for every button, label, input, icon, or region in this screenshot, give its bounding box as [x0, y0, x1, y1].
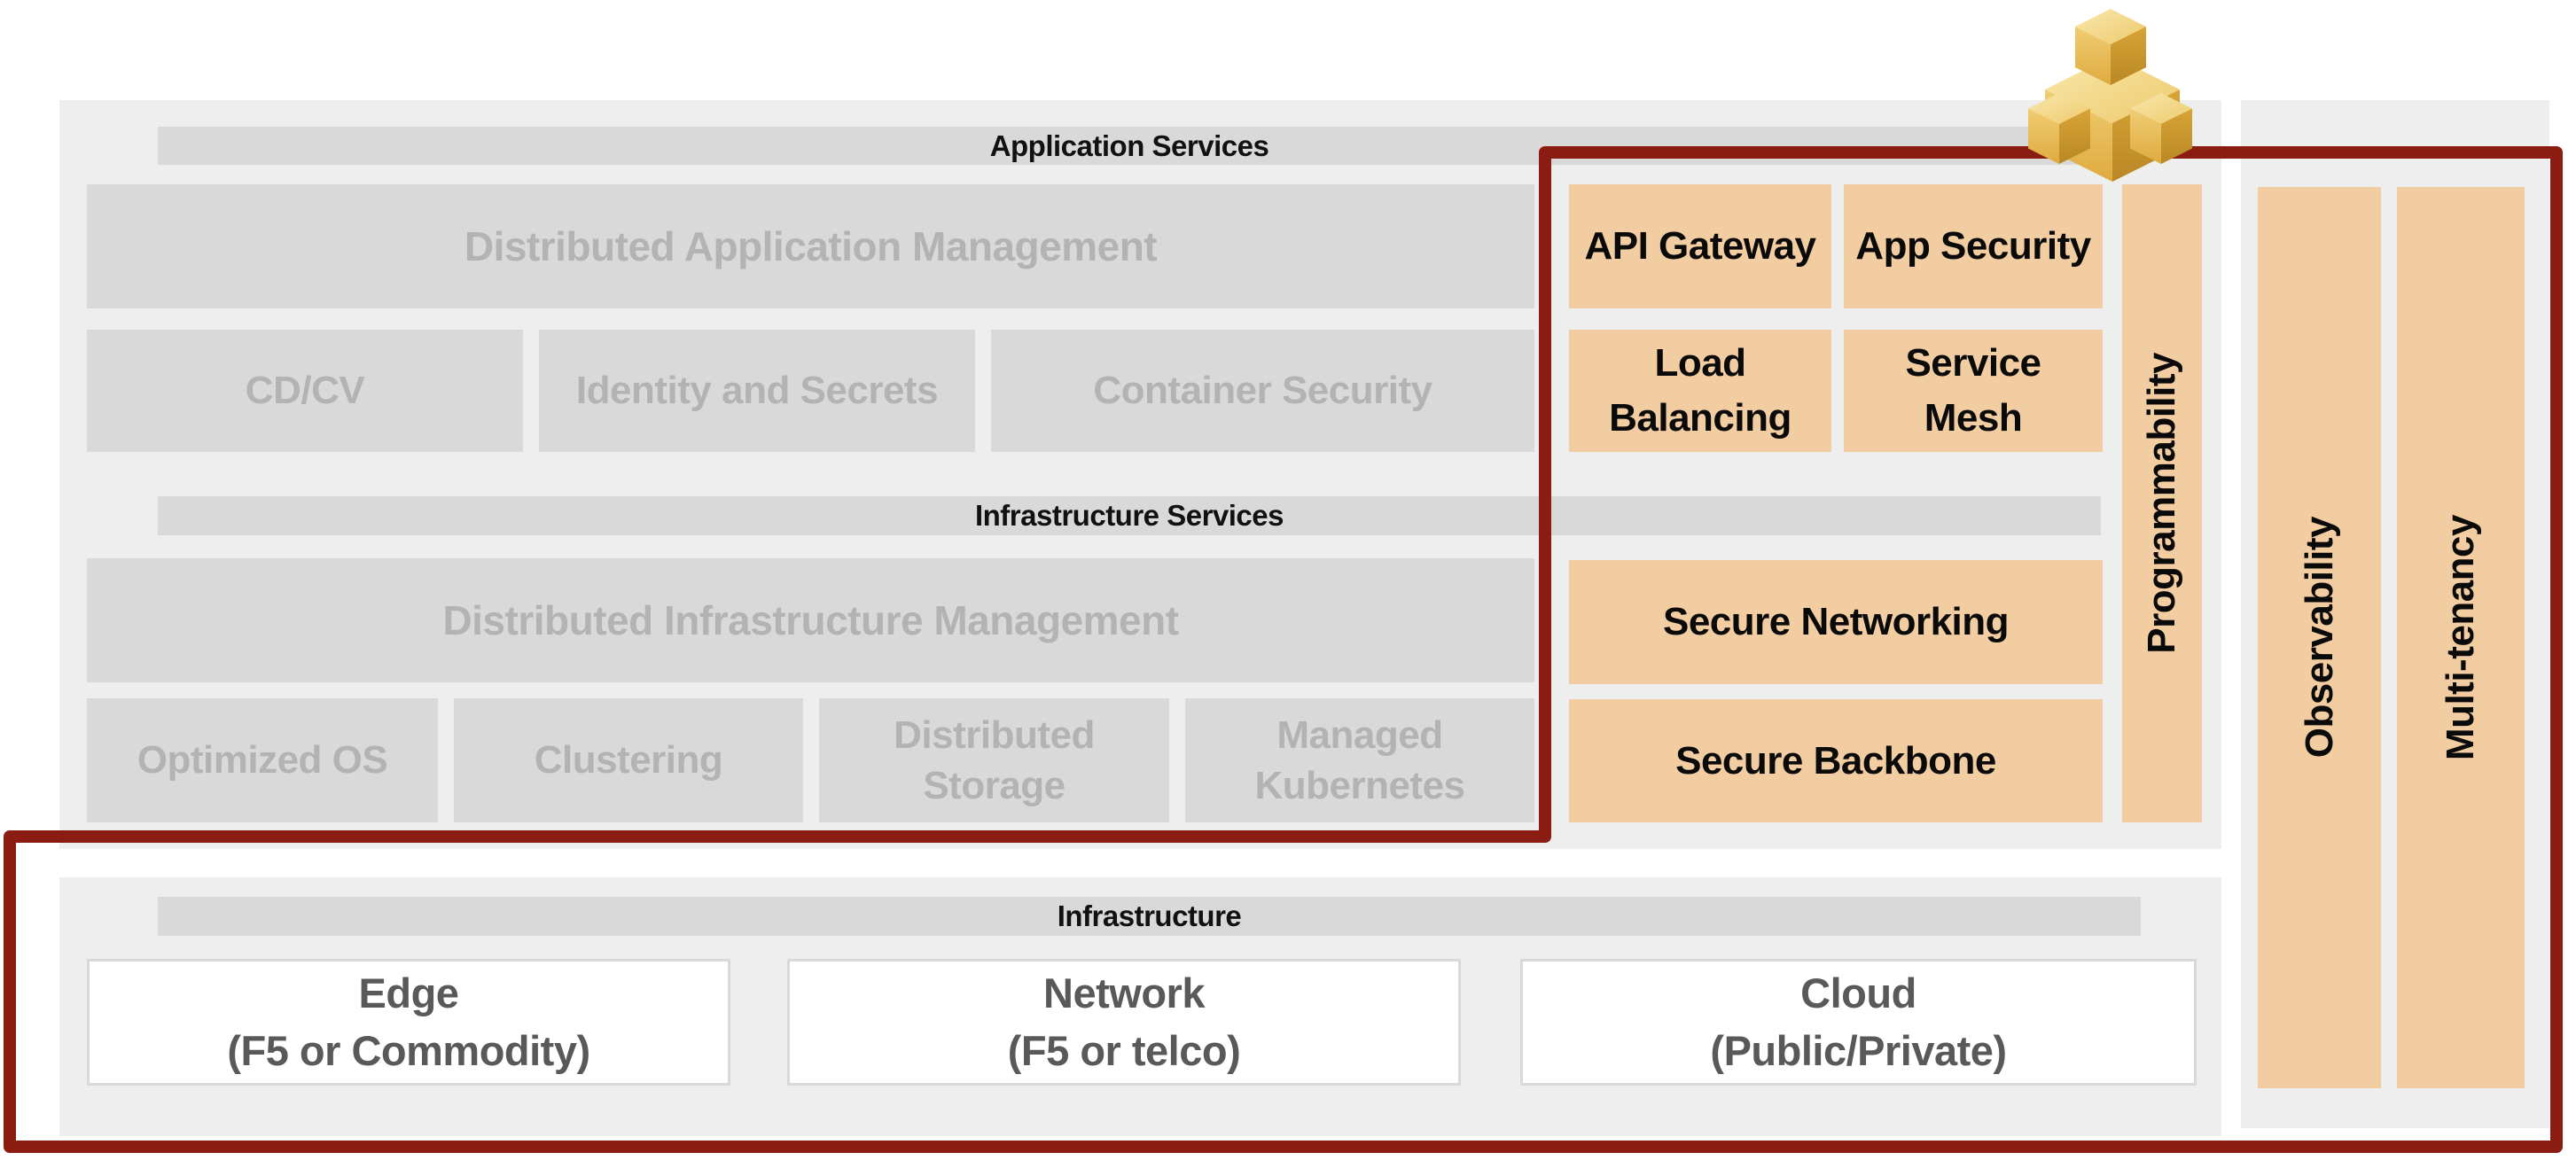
api-gateway-box: API Gateway	[1569, 184, 1831, 308]
infrastructure-header: Infrastructure	[158, 897, 2141, 936]
distributed-storage-box: Distributed Storage	[819, 698, 1169, 822]
edge-label-line2: (F5 or Commodity)	[227, 1026, 590, 1074]
observability-label: Observability	[2297, 517, 2341, 759]
optimized-os-box: Optimized OS	[87, 698, 438, 822]
infrastructure-services-label: Infrastructure Services	[974, 499, 1284, 532]
secure-networking-box: Secure Networking	[1569, 560, 2103, 684]
cloud-label-line1: Cloud	[1800, 969, 1916, 1016]
application-services-header: Application Services	[158, 127, 2101, 165]
secure-backbone-box: Secure Backbone	[1569, 699, 2103, 822]
app-security-box: App Security	[1844, 184, 2103, 308]
network-label-line2: (F5 or telco)	[1007, 1026, 1241, 1074]
distributed-application-management-box: Distributed Application Management	[87, 184, 1534, 308]
network-box: Network (F5 or telco)	[787, 959, 1461, 1086]
logo-top-cube	[2075, 9, 2146, 85]
infrastructure-label: Infrastructure	[1057, 899, 1242, 932]
identity-and-secrets-box: Identity and Secrets	[539, 330, 975, 452]
edge-label-line1: Edge	[358, 969, 459, 1016]
multi-tenancy-bar: Multi-tenancy	[2397, 187, 2525, 1088]
programmability-bar: Programmability	[2122, 184, 2202, 822]
edge-box: Edge (F5 or Commodity)	[87, 959, 730, 1086]
infrastructure-services-header: Infrastructure Services	[158, 496, 2101, 535]
managed-kubernetes-box: Managed Kubernetes	[1185, 698, 1534, 822]
service-mesh-box: Service Mesh	[1844, 330, 2103, 452]
cloud-box: Cloud (Public/Private)	[1520, 959, 2197, 1086]
observability-bar: Observability	[2258, 187, 2381, 1088]
distributed-infrastructure-management-box: Distributed Infrastructure Management	[87, 558, 1534, 682]
application-services-label: Application Services	[989, 128, 1269, 162]
programmability-label: Programmability	[2140, 353, 2183, 654]
clustering-box: Clustering	[454, 698, 803, 822]
multi-tenancy-label: Multi-tenancy	[2439, 514, 2482, 761]
network-label-line1: Network	[1043, 969, 1205, 1016]
cd-cv-box: CD/CV	[87, 330, 523, 452]
cloud-label-line2: (Public/Private)	[1710, 1026, 2007, 1074]
load-balancing-box: Load Balancing	[1569, 330, 1831, 452]
container-security-box: Container Security	[991, 330, 1534, 452]
